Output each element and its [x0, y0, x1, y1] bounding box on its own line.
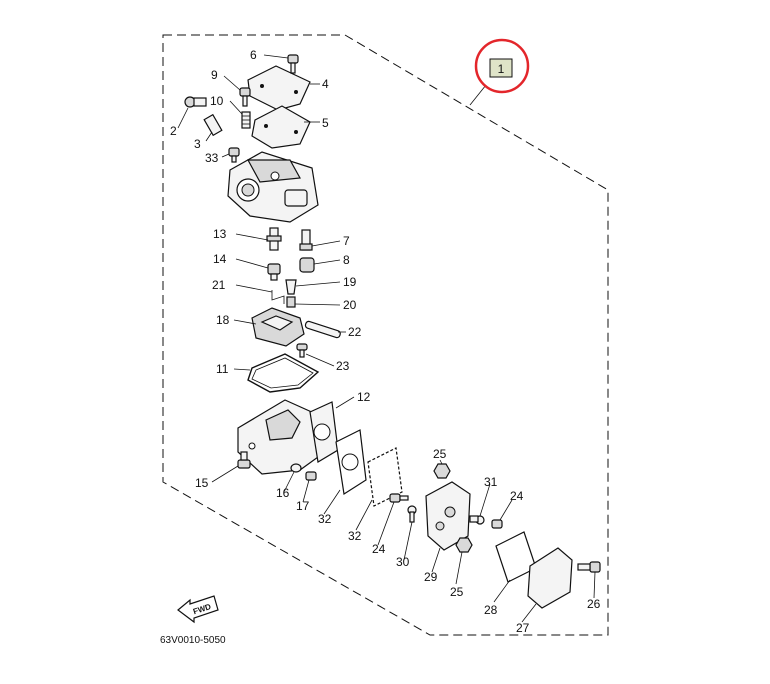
label-8: 8: [343, 253, 350, 267]
label-29: 29: [424, 570, 438, 584]
screw-26: [577, 561, 601, 573]
label-33: 33: [205, 151, 219, 165]
callout-box: [489, 58, 513, 78]
gasket-11: [247, 353, 320, 393]
spring-10: [241, 111, 251, 129]
label-32b: 31: [484, 475, 498, 489]
screw-24b: [491, 519, 503, 529]
label-11: 11: [216, 362, 229, 376]
label-16: 16: [276, 486, 290, 500]
label-30: 32: [348, 529, 362, 543]
nut-25b: [455, 537, 473, 553]
needle-19: [285, 279, 297, 295]
label-10: 10: [210, 94, 224, 108]
float-bowl-12: [237, 399, 339, 475]
washer-16: [290, 463, 302, 473]
pump-body-29: [425, 481, 471, 551]
label-21: 21: [212, 278, 226, 292]
float-pin-22: [304, 320, 341, 339]
label-19: 19: [343, 275, 357, 289]
label-32a: 30: [396, 555, 410, 569]
label-25a: 25: [433, 447, 447, 461]
screw-17: [305, 471, 317, 481]
label-24b: 24: [510, 489, 524, 503]
jet-8: [299, 257, 315, 273]
assembly-boundary: [162, 34, 609, 636]
label-27: 27: [516, 621, 530, 635]
float-18: [251, 307, 305, 347]
valve-32a: [407, 505, 417, 523]
label-14: 14: [213, 252, 227, 266]
jet-14: [267, 263, 281, 281]
label-2: 2: [170, 124, 177, 138]
label-24a: 24: [372, 542, 386, 556]
label-4: 4: [322, 77, 329, 91]
label-13: 13: [213, 227, 227, 241]
label-9: 9: [211, 68, 218, 82]
label-5: 5: [322, 116, 329, 130]
jet-13: [266, 227, 282, 251]
label-6: 6: [250, 48, 257, 62]
label-31: 32: [318, 512, 332, 526]
top-cover: [247, 65, 311, 149]
screw-9: [239, 87, 251, 107]
pin-20: [286, 296, 296, 308]
label-3: 3: [194, 137, 201, 151]
label-7: 7: [343, 234, 350, 248]
label-23: 23: [336, 359, 350, 373]
label-26: 26: [587, 597, 601, 611]
clip-21: [271, 290, 285, 304]
screw-2: [184, 96, 207, 108]
assembly-callout[interactable]: 1: [469, 38, 530, 106]
highlight-circle: [474, 38, 530, 94]
label-28: 28: [484, 603, 498, 617]
gasket-31: [335, 429, 367, 495]
label-17: 17: [296, 499, 310, 513]
leader-lines: [177, 54, 596, 623]
screw-33: [228, 147, 240, 163]
drawing-code: 63V0010-5050: [160, 635, 226, 646]
cover-27: [527, 547, 573, 609]
fwd-arrow-icon: FWD: [177, 595, 219, 624]
screw-6: [287, 54, 299, 74]
label-20: 20: [343, 298, 357, 312]
label-25b: 25: [450, 585, 464, 599]
valve-32b: [469, 515, 485, 525]
diaphragm-30: [367, 447, 403, 507]
assembly-number: 1: [498, 62, 505, 76]
screw-24a: [389, 493, 409, 503]
part-labels: 6 4 5 9 10 2 3 33 13 14 7 8 19 21 20 18 …: [170, 48, 601, 635]
label-18: 18: [216, 313, 230, 327]
label-12: 12: [357, 390, 371, 404]
nut-25a: [433, 463, 451, 479]
screw-23: [296, 343, 308, 358]
spring-3: [203, 113, 223, 137]
label-15: 15: [195, 476, 209, 490]
screw-15: [237, 451, 251, 469]
jet-7: [299, 229, 313, 251]
carburetor-body: [227, 151, 319, 223]
label-22: 22: [348, 325, 362, 339]
